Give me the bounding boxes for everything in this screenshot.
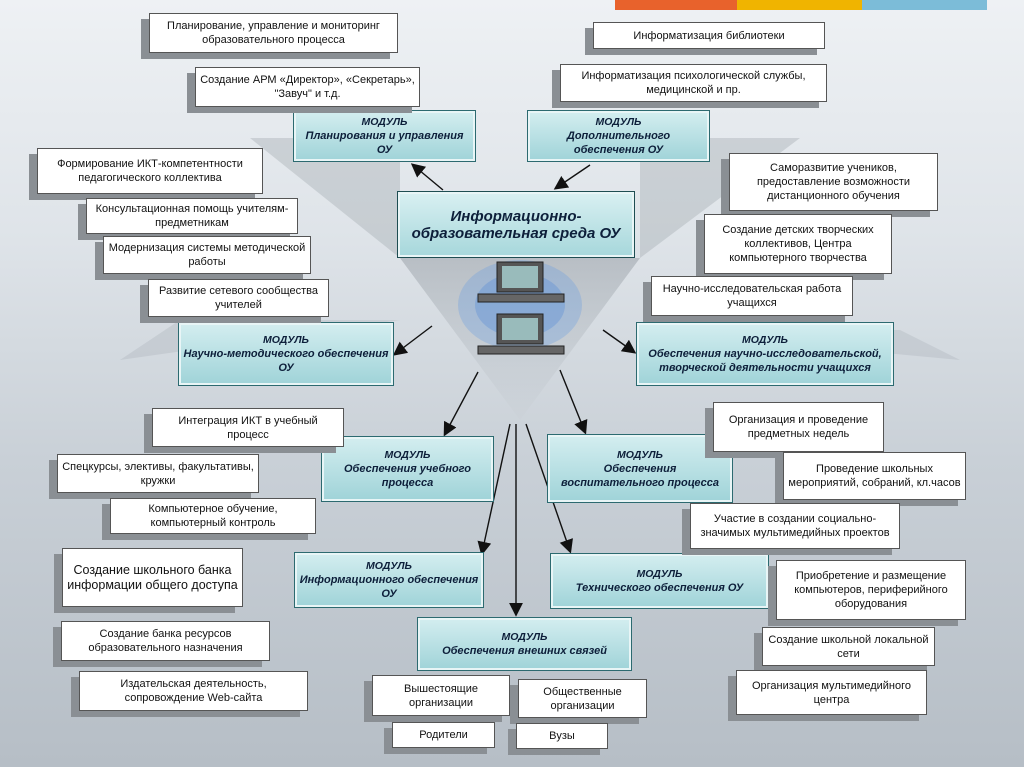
box-psychology-informatization: Информатизация психологической службы, м… bbox=[560, 64, 827, 102]
module-title: Планирования и управления ОУ bbox=[305, 130, 464, 156]
module-title: Информационного обеспечения ОУ bbox=[299, 574, 479, 600]
arrow-to-upbringing bbox=[559, 369, 588, 435]
module-title: Обеспечения внешних связей bbox=[442, 645, 607, 657]
box-resource-bank: Создание банка ресурсов образовательного… bbox=[61, 621, 270, 661]
module-label: МОДУЛЬ bbox=[636, 568, 683, 580]
box-computer-purchase: Приобретение и размещение компьютеров, п… bbox=[776, 560, 966, 620]
module-planning: МОДУЛЬ Планирования и управления ОУ bbox=[293, 110, 476, 162]
module-title: Обеспечения научно-исследовательской, тв… bbox=[648, 348, 882, 374]
box-local-network: Создание школьной локальной сети bbox=[762, 627, 935, 666]
box-ict-competence: Формирование ИКТ-компетентности педагоги… bbox=[37, 148, 263, 194]
box-school-events: Проведение школьных мероприятий, собрани… bbox=[783, 452, 966, 500]
module-title: Дополнительного обеспечения ОУ bbox=[566, 130, 671, 156]
module-title: Научно-методического обеспечения ОУ bbox=[183, 348, 389, 374]
module-label: МОДУЛЬ bbox=[263, 334, 309, 346]
box-universities: Вузы bbox=[516, 723, 608, 749]
arrow-to-information bbox=[477, 423, 511, 556]
box-multimedia-center: Организация мультимедийного центра bbox=[736, 670, 927, 715]
center-info-environment: Информационно-образовательная среда ОУ bbox=[397, 191, 635, 258]
module-label: МОДУЛЬ bbox=[742, 334, 788, 346]
module-upbringing: МОДУЛЬ Обеспечения воспитательного проце… bbox=[547, 434, 733, 503]
box-multimedia-projects: Участие в создании социально-значимых му… bbox=[690, 503, 900, 549]
module-additional: МОДУЛЬ Дополнительного обеспечения ОУ bbox=[527, 110, 710, 162]
module-label: МОДУЛЬ bbox=[617, 448, 663, 461]
module-title: Обеспечения учебного процесса bbox=[344, 463, 471, 489]
box-special-courses: Спецкурсы, элективы, факультативы, кружк… bbox=[57, 454, 259, 493]
box-creative-collectives: Создание детских творческих коллективов,… bbox=[704, 214, 892, 274]
box-school-info-bank: Создание школьного банка информации обще… bbox=[62, 548, 243, 607]
arrow-to-additional bbox=[553, 164, 591, 190]
box-self-development: Саморазвитие учеников, предоставление во… bbox=[729, 153, 938, 211]
module-information: МОДУЛЬ Информационного обеспечения ОУ bbox=[294, 552, 484, 608]
box-computer-learning: Компьютерное обучение, компьютерный конт… bbox=[110, 498, 316, 534]
arrow-to-methodical bbox=[392, 325, 433, 356]
arrow-to-research bbox=[602, 329, 637, 354]
top-bar-segment-yellow bbox=[737, 0, 862, 10]
module-research: МОДУЛЬ Обеспечения научно-исследовательс… bbox=[636, 322, 894, 386]
box-library-informatization: Информатизация библиотеки bbox=[593, 22, 825, 49]
box-public-organizations: Общественные организации bbox=[518, 679, 647, 718]
arrow-to-educational bbox=[443, 371, 479, 437]
box-subject-weeks: Организация и проведение предметных неде… bbox=[713, 402, 884, 452]
module-technical: МОДУЛЬ Технического обеспечения ОУ bbox=[550, 553, 769, 609]
box-publishing: Издательская деятельность, сопровождение… bbox=[79, 671, 308, 711]
box-methodical-modernization: Модернизация системы методической работы bbox=[103, 236, 311, 274]
module-title: Обеспечения воспитательного процесса bbox=[561, 462, 719, 489]
arrow-to-planning bbox=[410, 163, 444, 191]
box-teachers-network: Развитие сетевого сообщества учителей bbox=[148, 279, 329, 317]
box-consulting: Консультационная помощь учителям-предмет… bbox=[86, 198, 298, 234]
box-ict-integration: Интеграция ИКТ в учебный процесс bbox=[152, 408, 344, 447]
module-label: МОДУЛЬ bbox=[501, 631, 548, 643]
module-external: МОДУЛЬ Обеспечения внешних связей bbox=[417, 617, 632, 671]
module-label: МОДУЛЬ bbox=[361, 116, 408, 128]
box-parents: Родители bbox=[392, 722, 495, 748]
box-higher-organizations: Вышестоящие организации bbox=[372, 675, 510, 716]
top-bar-segment-blue bbox=[862, 0, 987, 10]
box-planning-monitoring: Планирование, управление и мониторинг об… bbox=[149, 13, 398, 53]
module-label: МОДУЛЬ bbox=[366, 560, 412, 572]
module-educational: МОДУЛЬ Обеспечения учебного процесса bbox=[321, 436, 494, 502]
top-color-bar bbox=[0, 0, 1024, 10]
module-label: МОДУЛЬ bbox=[384, 449, 431, 461]
module-label: МОДУЛЬ bbox=[595, 116, 642, 128]
module-title: Технического обеспечения ОУ bbox=[575, 582, 744, 594]
top-bar-segment-orange bbox=[615, 0, 737, 10]
box-research-work: Научно-исследовательская работа учащихся bbox=[651, 276, 853, 316]
box-arm-creation: Создание АРМ «Директор», «Секретарь», "З… bbox=[195, 67, 420, 107]
module-methodical: МОДУЛЬ Научно-методического обеспечения … bbox=[178, 322, 394, 386]
